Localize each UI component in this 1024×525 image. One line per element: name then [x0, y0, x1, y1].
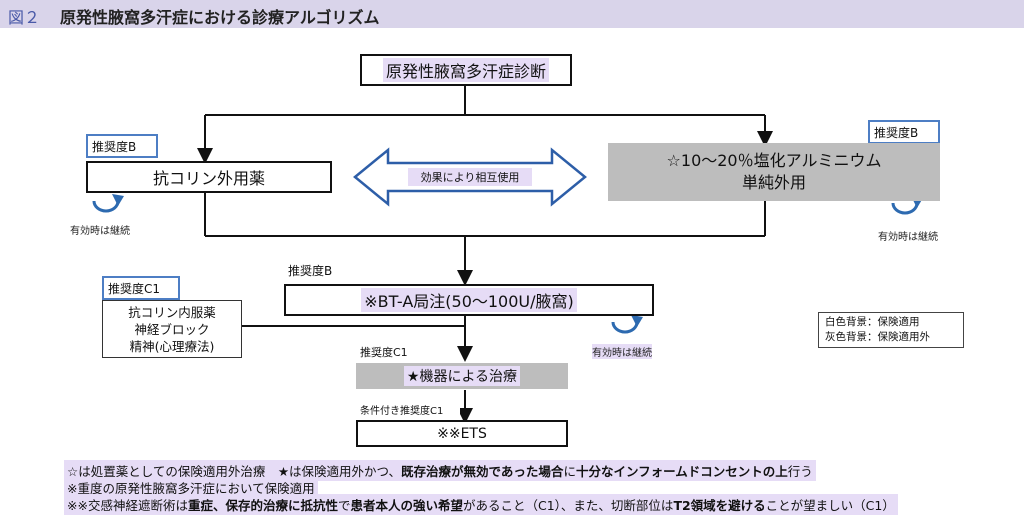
grade-badge-aluminum: 推奨度B	[868, 120, 940, 144]
grade-badge-device: 推奨度C1	[356, 342, 422, 362]
aluminum-chloride-box: ☆10～20％塩化アルミニウム 単純外用	[608, 143, 940, 201]
note-line-3: ※※交感神経遮断術は重症、保存的治療に抵抗性で患者本人の強い希望があること（C1…	[64, 494, 898, 515]
note3-g: ことが望ましい（C1）	[765, 498, 895, 513]
continue-loop-icons	[92, 200, 919, 334]
device-treatment-box: ★機器による治療	[356, 363, 568, 389]
figure-number: 図２	[8, 8, 41, 27]
aluminum-line2: 単純外用	[741, 173, 806, 192]
grade-badge-topical: 推奨度B	[86, 134, 158, 158]
aluminum-line1: ☆10～20％塩化アルミニウム	[666, 151, 882, 170]
note1-b: 既存治療が無効であった場合	[401, 464, 564, 479]
diagnosis-label: 原発性腋窩多汗症診断	[382, 58, 549, 82]
note1-e: 行う	[787, 464, 813, 479]
continue-label-topical: 有効時は継続	[70, 226, 130, 237]
grade-badge-oral: 推奨度C1	[102, 276, 180, 300]
note3-f: T2領域を避ける	[673, 498, 766, 513]
note-line-1: ☆は処置薬としての保険適用外治療 ★は保険適用外かつ、既存治療が無効であった場合…	[64, 460, 816, 481]
legend-gray: 灰色背景：保険適用外	[825, 331, 930, 343]
oral-options-box: 抗コリン内服薬 神経ブロック 精神(心理療法)	[102, 300, 242, 358]
ets-box: ※※ETS	[356, 420, 568, 447]
continue-label-aluminum: 有効時は継続	[878, 232, 938, 243]
insurance-legend: 白色背景：保険適用 灰色背景：保険適用外	[818, 312, 964, 348]
oral-line1: 抗コリン内服薬	[128, 304, 216, 320]
note3-e: があること（C1）、また、切断部位は	[463, 498, 674, 513]
note3-c: で	[337, 498, 351, 513]
note1-a: ☆は処置薬としての保険適用外治療 ★は保険適用外かつ、	[67, 464, 402, 479]
legend-white: 白色背景：保険適用	[825, 316, 920, 328]
figure-title: 原発性腋窩多汗症における診療アルゴリズム	[60, 8, 380, 27]
bta-label: ※BT-A局注(50～100U/腋窩)	[361, 288, 577, 312]
title-bar: 図２ 原発性腋窩多汗症における診療アルゴリズム	[0, 0, 1024, 28]
continue-label-bta: 有効時は継続	[592, 344, 652, 359]
device-label: ★機器による治療	[403, 366, 521, 386]
anticholinergic-topical-box: 抗コリン外用薬	[86, 161, 332, 193]
note3-d: 患者本人の強い希望	[350, 498, 463, 513]
oral-line3: 精神(心理療法)	[129, 338, 215, 354]
note-line-2: ※重度の原発性腋窩多汗症において保険適用	[64, 477, 318, 498]
note1-c: に	[563, 464, 576, 479]
grade-badge-ets: 条件付き推奨度C1	[356, 400, 460, 418]
bta-injection-box: ※BT-A局注(50～100U/腋窩)	[284, 284, 654, 316]
note1-d: 十分なインフォームドコンセントの上	[575, 464, 788, 479]
grade-badge-bta: 推奨度B	[284, 259, 342, 281]
note3-a: ※※交感神経遮断術は	[67, 498, 188, 513]
diagnosis-box: 原発性腋窩多汗症診断	[360, 54, 572, 86]
note3-b: 重症、保存的治療に抵抗性	[187, 498, 338, 513]
mutual-use-label: 効果により相互使用	[408, 168, 532, 186]
oral-line2: 神経ブロック	[134, 321, 210, 337]
